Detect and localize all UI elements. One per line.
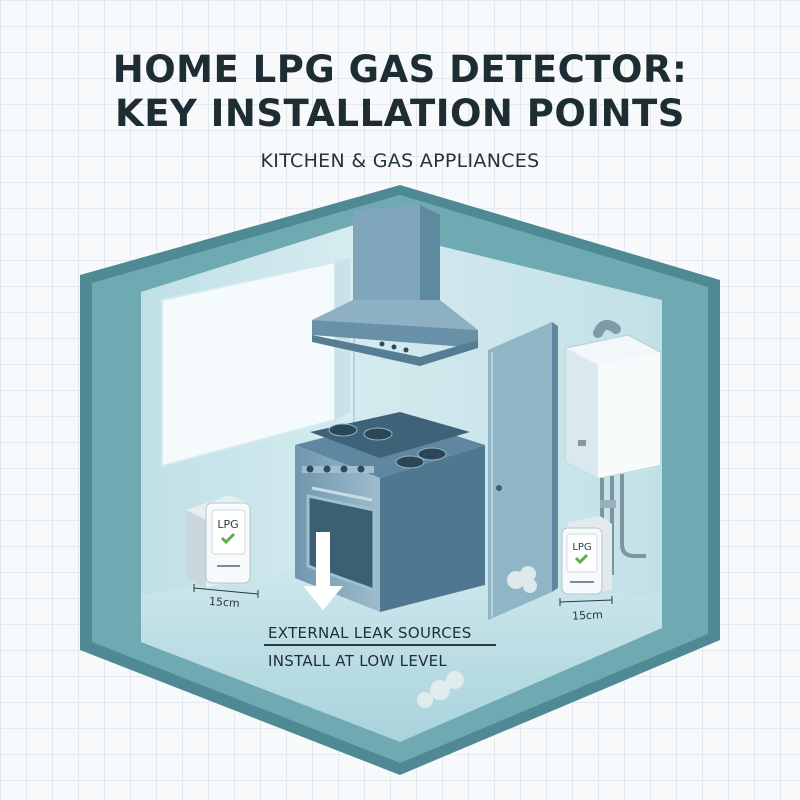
callout-underline-1 <box>264 644 496 646</box>
detector-left-label: LPG <box>217 518 238 531</box>
distance-label-right: 15cm <box>571 608 604 623</box>
distance-label-left: 15cm <box>208 594 241 611</box>
water-heater-icon <box>565 319 661 575</box>
callout-line-1: EXTERNAL LEAK SOURCES <box>268 624 472 642</box>
gas-cloud-icon <box>417 566 537 708</box>
title-line-2: KEY INSTALLATION POINTS <box>115 92 685 135</box>
window <box>161 258 350 468</box>
check-icon <box>574 553 589 565</box>
distance-markers <box>193 584 613 606</box>
door-icon <box>488 322 558 620</box>
lpg-detector-left: LPG <box>186 495 251 588</box>
subtitle: KITCHEN & GAS APPLIANCES <box>260 150 540 172</box>
title-line-1: HOME LPG GAS DETECTOR: <box>112 48 688 91</box>
check-icon <box>220 532 236 545</box>
floor <box>141 560 662 742</box>
gas-stove-icon <box>295 412 485 612</box>
range-hood-icon <box>312 205 478 366</box>
callout-line-2: INSTALL AT LOW LEVEL <box>268 652 448 670</box>
down-arrow-icon <box>303 532 343 610</box>
detector-right-label: LPG <box>572 542 591 553</box>
lpg-detector-right: LPG <box>561 516 612 596</box>
